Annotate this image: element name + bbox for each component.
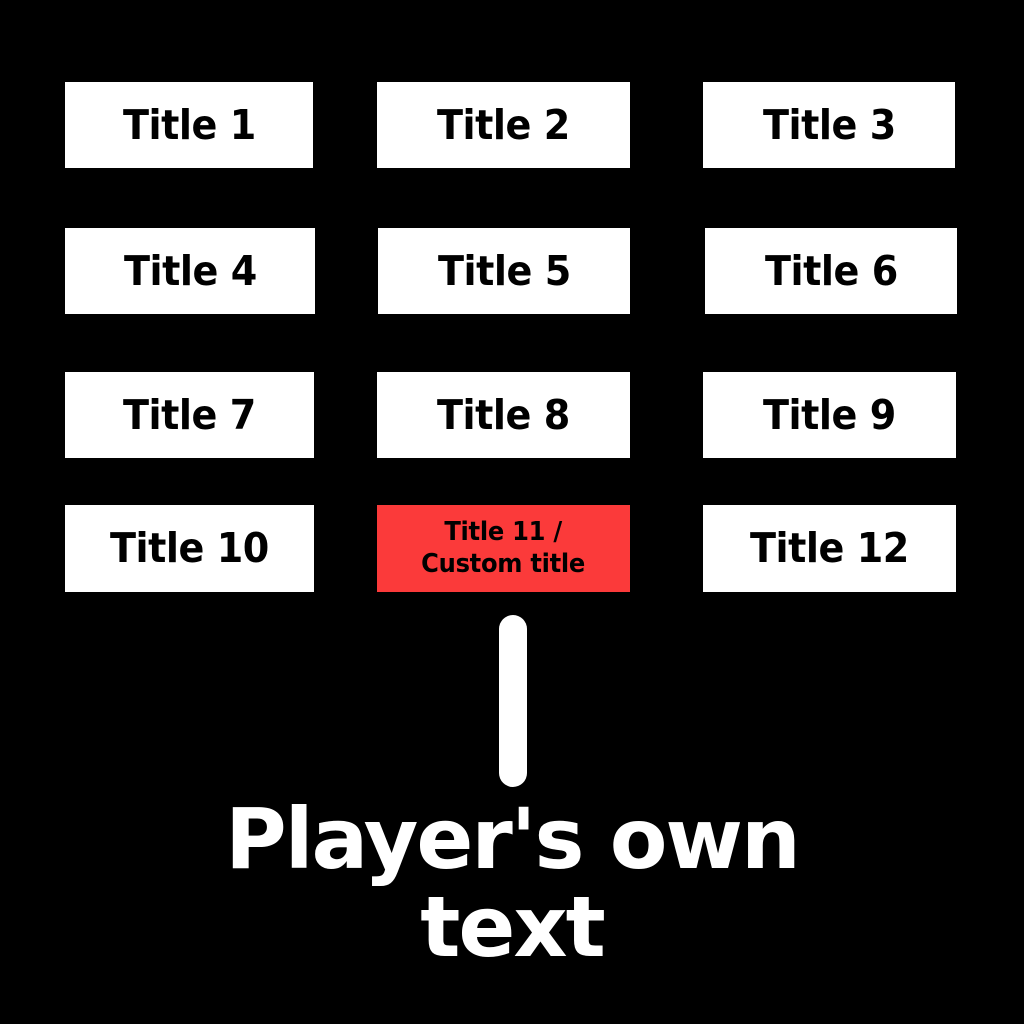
title-box-12[interactable]: Title 12 <box>703 505 956 592</box>
title-box-label: Title 7 <box>123 390 256 439</box>
title-box-label: Title 9 <box>763 390 896 439</box>
title-box-1[interactable]: Title 1 <box>65 82 313 168</box>
title-box-label: Title 1 <box>122 100 256 149</box>
title-box-label: Title 3 <box>762 100 896 149</box>
title-box-5[interactable]: Title 5 <box>378 228 630 314</box>
title-box-9[interactable]: Title 9 <box>703 372 956 458</box>
title-box-10[interactable]: Title 10 <box>65 505 314 592</box>
title-box-label: Title 6 <box>764 246 898 295</box>
title-box-4[interactable]: Title 4 <box>65 228 315 314</box>
title-box-label: Title 10 <box>110 524 269 573</box>
title-box-label: Title 8 <box>437 390 570 439</box>
title-box-6[interactable]: Title 6 <box>705 228 957 314</box>
title-box-3[interactable]: Title 3 <box>703 82 955 168</box>
title-box-7[interactable]: Title 7 <box>65 372 314 458</box>
player-custom-text: Player's own text <box>225 790 801 977</box>
title-box-label: Title 11 / Custom title <box>421 516 586 579</box>
title-box-label: Title 4 <box>123 246 257 295</box>
title-box-label: Title 12 <box>750 524 909 573</box>
connector-bar <box>499 615 527 787</box>
title-box-label: Title 5 <box>437 246 571 295</box>
title-box-11[interactable]: Title 11 / Custom title <box>377 505 630 592</box>
title-box-label: Title 2 <box>437 100 570 149</box>
title-box-2[interactable]: Title 2 <box>377 82 630 168</box>
title-box-8[interactable]: Title 8 <box>377 372 630 458</box>
